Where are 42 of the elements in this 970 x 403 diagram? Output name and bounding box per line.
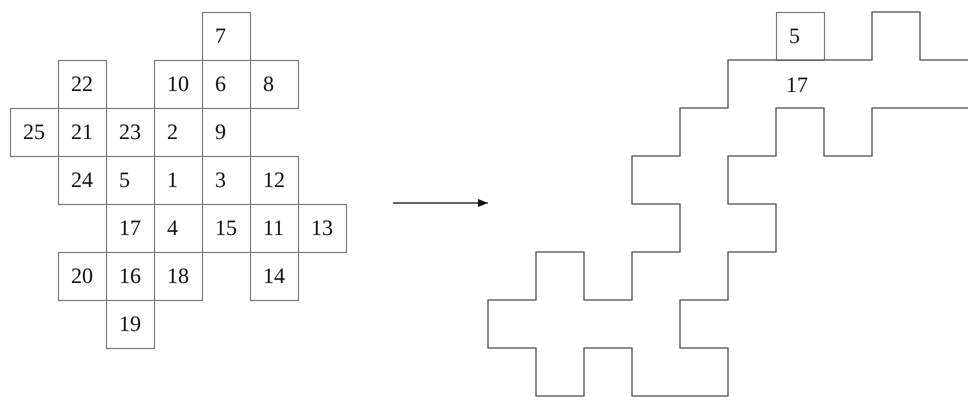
numbered-square xyxy=(154,252,203,301)
cell-number: 15 xyxy=(215,215,237,241)
numbered-square xyxy=(106,300,155,349)
cell-number: 9 xyxy=(215,119,226,145)
cell-number: 7 xyxy=(215,23,226,49)
staircase-outline-drawing xyxy=(488,12,970,398)
cell-number: 18 xyxy=(167,263,189,289)
cell-number: 4 xyxy=(167,215,178,241)
cell-number: 11 xyxy=(263,215,284,241)
cell-number: 19 xyxy=(119,311,141,337)
cell-number: 10 xyxy=(167,71,189,97)
numbered-square xyxy=(10,108,59,157)
numbered-square xyxy=(58,156,107,205)
cell-number: 24 xyxy=(71,167,93,193)
numbered-square xyxy=(58,252,107,301)
cell-number: 6 xyxy=(215,71,226,97)
cell-number: 25 xyxy=(23,119,45,145)
numbered-square xyxy=(202,12,251,61)
numbered-square xyxy=(776,12,825,61)
cell-number: 12 xyxy=(263,167,285,193)
numbered-square xyxy=(154,60,203,109)
cell-number: 23 xyxy=(119,119,141,145)
numbered-square xyxy=(250,60,299,109)
arrow xyxy=(393,199,488,207)
cell-number: 17 xyxy=(786,72,808,98)
cell-number: 13 xyxy=(311,215,333,241)
cell-number: 20 xyxy=(71,263,93,289)
cell-number: 16 xyxy=(119,263,141,289)
cell-number: 3 xyxy=(215,167,226,193)
cell-number: 21 xyxy=(71,119,93,145)
cell-number: 5 xyxy=(119,167,130,193)
numbered-square xyxy=(250,252,299,301)
cell-number: 22 xyxy=(71,71,93,97)
numbered-square xyxy=(58,60,107,109)
cell-number: 17 xyxy=(119,215,141,241)
cell-number: 8 xyxy=(263,71,274,97)
cell-number: 14 xyxy=(263,263,285,289)
cell-number: 2 xyxy=(167,119,178,145)
cell-number: 5 xyxy=(789,23,800,49)
numbered-square xyxy=(298,204,347,253)
numbered-square xyxy=(250,156,299,205)
cell-number: 1 xyxy=(167,167,178,193)
